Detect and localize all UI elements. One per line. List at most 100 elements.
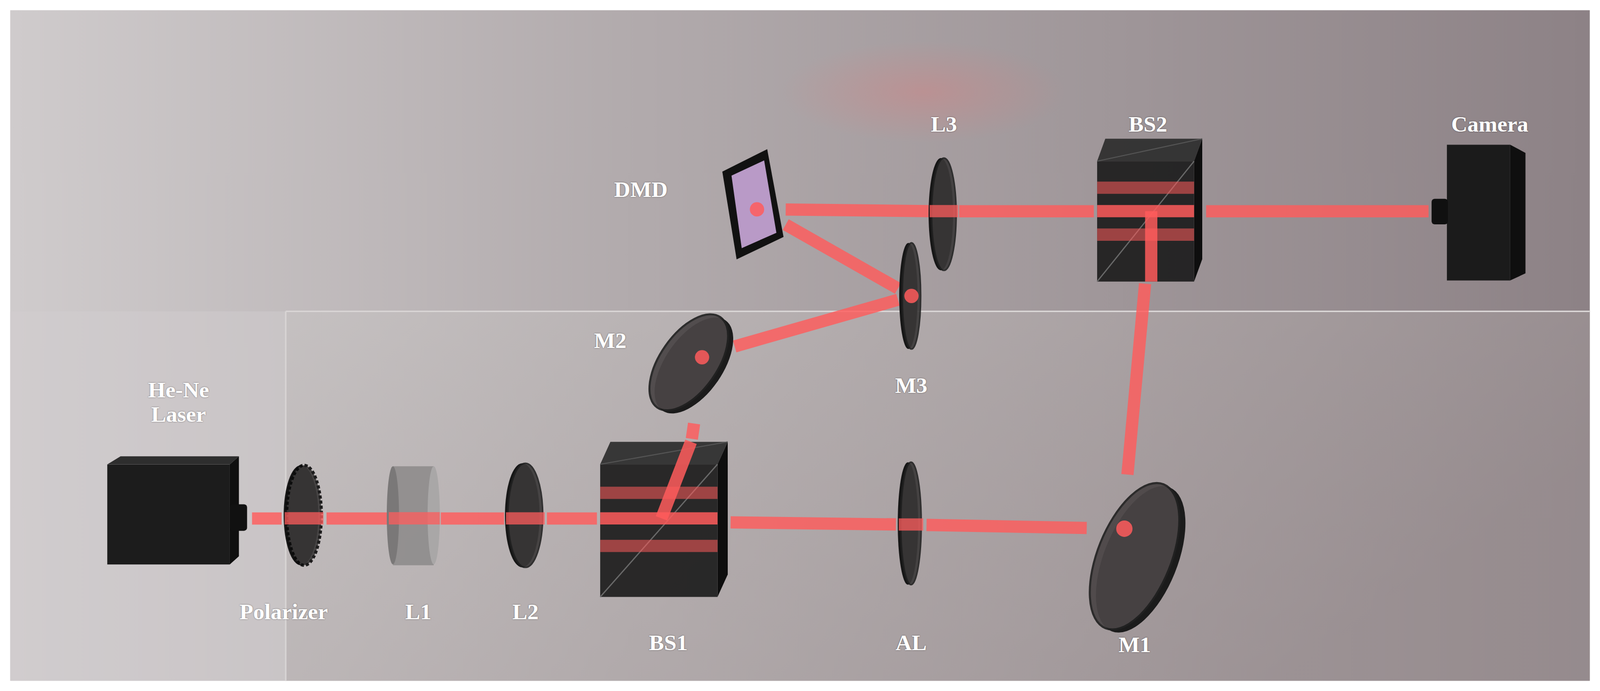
laser-top bbox=[107, 456, 239, 465]
lens: AL bbox=[895, 459, 927, 590]
component-shape bbox=[1086, 474, 1184, 639]
component-group bbox=[633, 300, 749, 427]
component-label: Camera bbox=[1450, 112, 1529, 138]
laser-beam bbox=[785, 224, 898, 289]
cube-edge bbox=[1097, 138, 1203, 161]
splitter-diagonal bbox=[600, 464, 718, 597]
beam-segment bbox=[1144, 211, 1158, 282]
component-group bbox=[504, 463, 545, 568]
beam-glow bbox=[780, 40, 1067, 144]
laser-aperture bbox=[229, 503, 248, 531]
beam-segment bbox=[600, 486, 718, 499]
camera-lens bbox=[1431, 198, 1448, 225]
mirror-face bbox=[902, 242, 921, 349]
beam-segment bbox=[284, 512, 324, 525]
cube-side bbox=[1193, 138, 1202, 282]
component-shape bbox=[895, 459, 927, 590]
component-label: M2 bbox=[594, 328, 627, 354]
component-label: L1 bbox=[405, 600, 432, 626]
component-shape bbox=[597, 438, 731, 600]
component-shape bbox=[102, 452, 253, 570]
mirror-face bbox=[633, 300, 744, 424]
mirror: M3 bbox=[898, 239, 925, 352]
lens: L2 bbox=[503, 459, 547, 574]
side-wall bbox=[9, 311, 286, 681]
cube-top bbox=[1097, 138, 1203, 161]
beam-segment bbox=[661, 441, 691, 519]
component-group bbox=[898, 462, 924, 585]
camera: Camera bbox=[1428, 137, 1531, 286]
mirror-face bbox=[1071, 470, 1198, 642]
component-label: BS1 bbox=[648, 630, 688, 656]
component-shape bbox=[1094, 134, 1207, 284]
beam-segment bbox=[929, 204, 959, 218]
component-label: DMD bbox=[614, 177, 668, 203]
dmd-frame bbox=[722, 149, 784, 260]
beam-splitter: BS1 bbox=[597, 438, 731, 600]
camera-body bbox=[1446, 145, 1511, 281]
beam-spot bbox=[1116, 520, 1133, 537]
component-label: AL bbox=[895, 630, 928, 656]
component-group bbox=[283, 465, 324, 566]
component-shape bbox=[1428, 137, 1531, 286]
laser-beam bbox=[734, 299, 899, 347]
laser-beam bbox=[252, 512, 282, 525]
component-shape bbox=[898, 239, 925, 352]
component-group bbox=[107, 456, 247, 565]
beam-segment bbox=[899, 518, 924, 531]
dmd: DMD bbox=[719, 146, 786, 263]
laser-beam bbox=[785, 209, 929, 211]
lens: L3 bbox=[928, 156, 960, 273]
laser-source: He-Ne Laser bbox=[102, 452, 253, 570]
laser-body bbox=[107, 464, 230, 565]
laser-beam bbox=[959, 204, 1094, 218]
mirror: M1 bbox=[1086, 474, 1184, 639]
laser-beam bbox=[1206, 204, 1429, 218]
beam-segment bbox=[505, 512, 545, 525]
laser-beam bbox=[926, 524, 1087, 528]
beam-segment bbox=[600, 539, 718, 553]
laser-beam bbox=[730, 522, 897, 525]
beam-spot bbox=[904, 288, 919, 304]
lens: L1 bbox=[387, 461, 441, 572]
beam-segment bbox=[388, 512, 440, 525]
table-edge bbox=[285, 310, 1590, 313]
component-shape bbox=[503, 459, 547, 574]
component-label: He-Ne Laser bbox=[136, 377, 221, 427]
component-shape bbox=[281, 461, 327, 572]
beam-spot bbox=[694, 349, 710, 365]
component-group bbox=[386, 466, 440, 566]
beam-splitter: BS2 bbox=[1094, 134, 1207, 284]
component-group bbox=[1431, 145, 1526, 281]
optical-table bbox=[285, 311, 1590, 681]
component-label: L3 bbox=[930, 112, 958, 138]
component-group bbox=[928, 158, 959, 271]
cube-front bbox=[1097, 160, 1194, 282]
back-wall bbox=[9, 9, 1590, 681]
laser-beam bbox=[691, 423, 694, 440]
component-shape bbox=[928, 156, 960, 273]
laser-beam bbox=[440, 512, 504, 525]
cube-top bbox=[600, 441, 728, 465]
component-group bbox=[600, 441, 728, 597]
laser-beam bbox=[1127, 283, 1145, 475]
camera-side bbox=[1510, 145, 1526, 281]
cube-edge bbox=[600, 441, 728, 465]
beam-segment bbox=[1097, 181, 1194, 194]
cube-side bbox=[717, 441, 728, 597]
component-shape bbox=[719, 146, 786, 263]
component-label: M1 bbox=[1118, 632, 1151, 658]
mirror: M2 bbox=[647, 301, 735, 424]
component-shape bbox=[647, 301, 735, 424]
polarizer: Polarizer bbox=[281, 461, 327, 572]
component-label: M3 bbox=[895, 373, 928, 399]
laser-beam bbox=[326, 512, 388, 525]
laser-beam bbox=[546, 512, 597, 525]
component-label: Polarizer bbox=[239, 600, 328, 626]
dmd-chip bbox=[731, 160, 777, 248]
component-shape bbox=[387, 461, 441, 572]
